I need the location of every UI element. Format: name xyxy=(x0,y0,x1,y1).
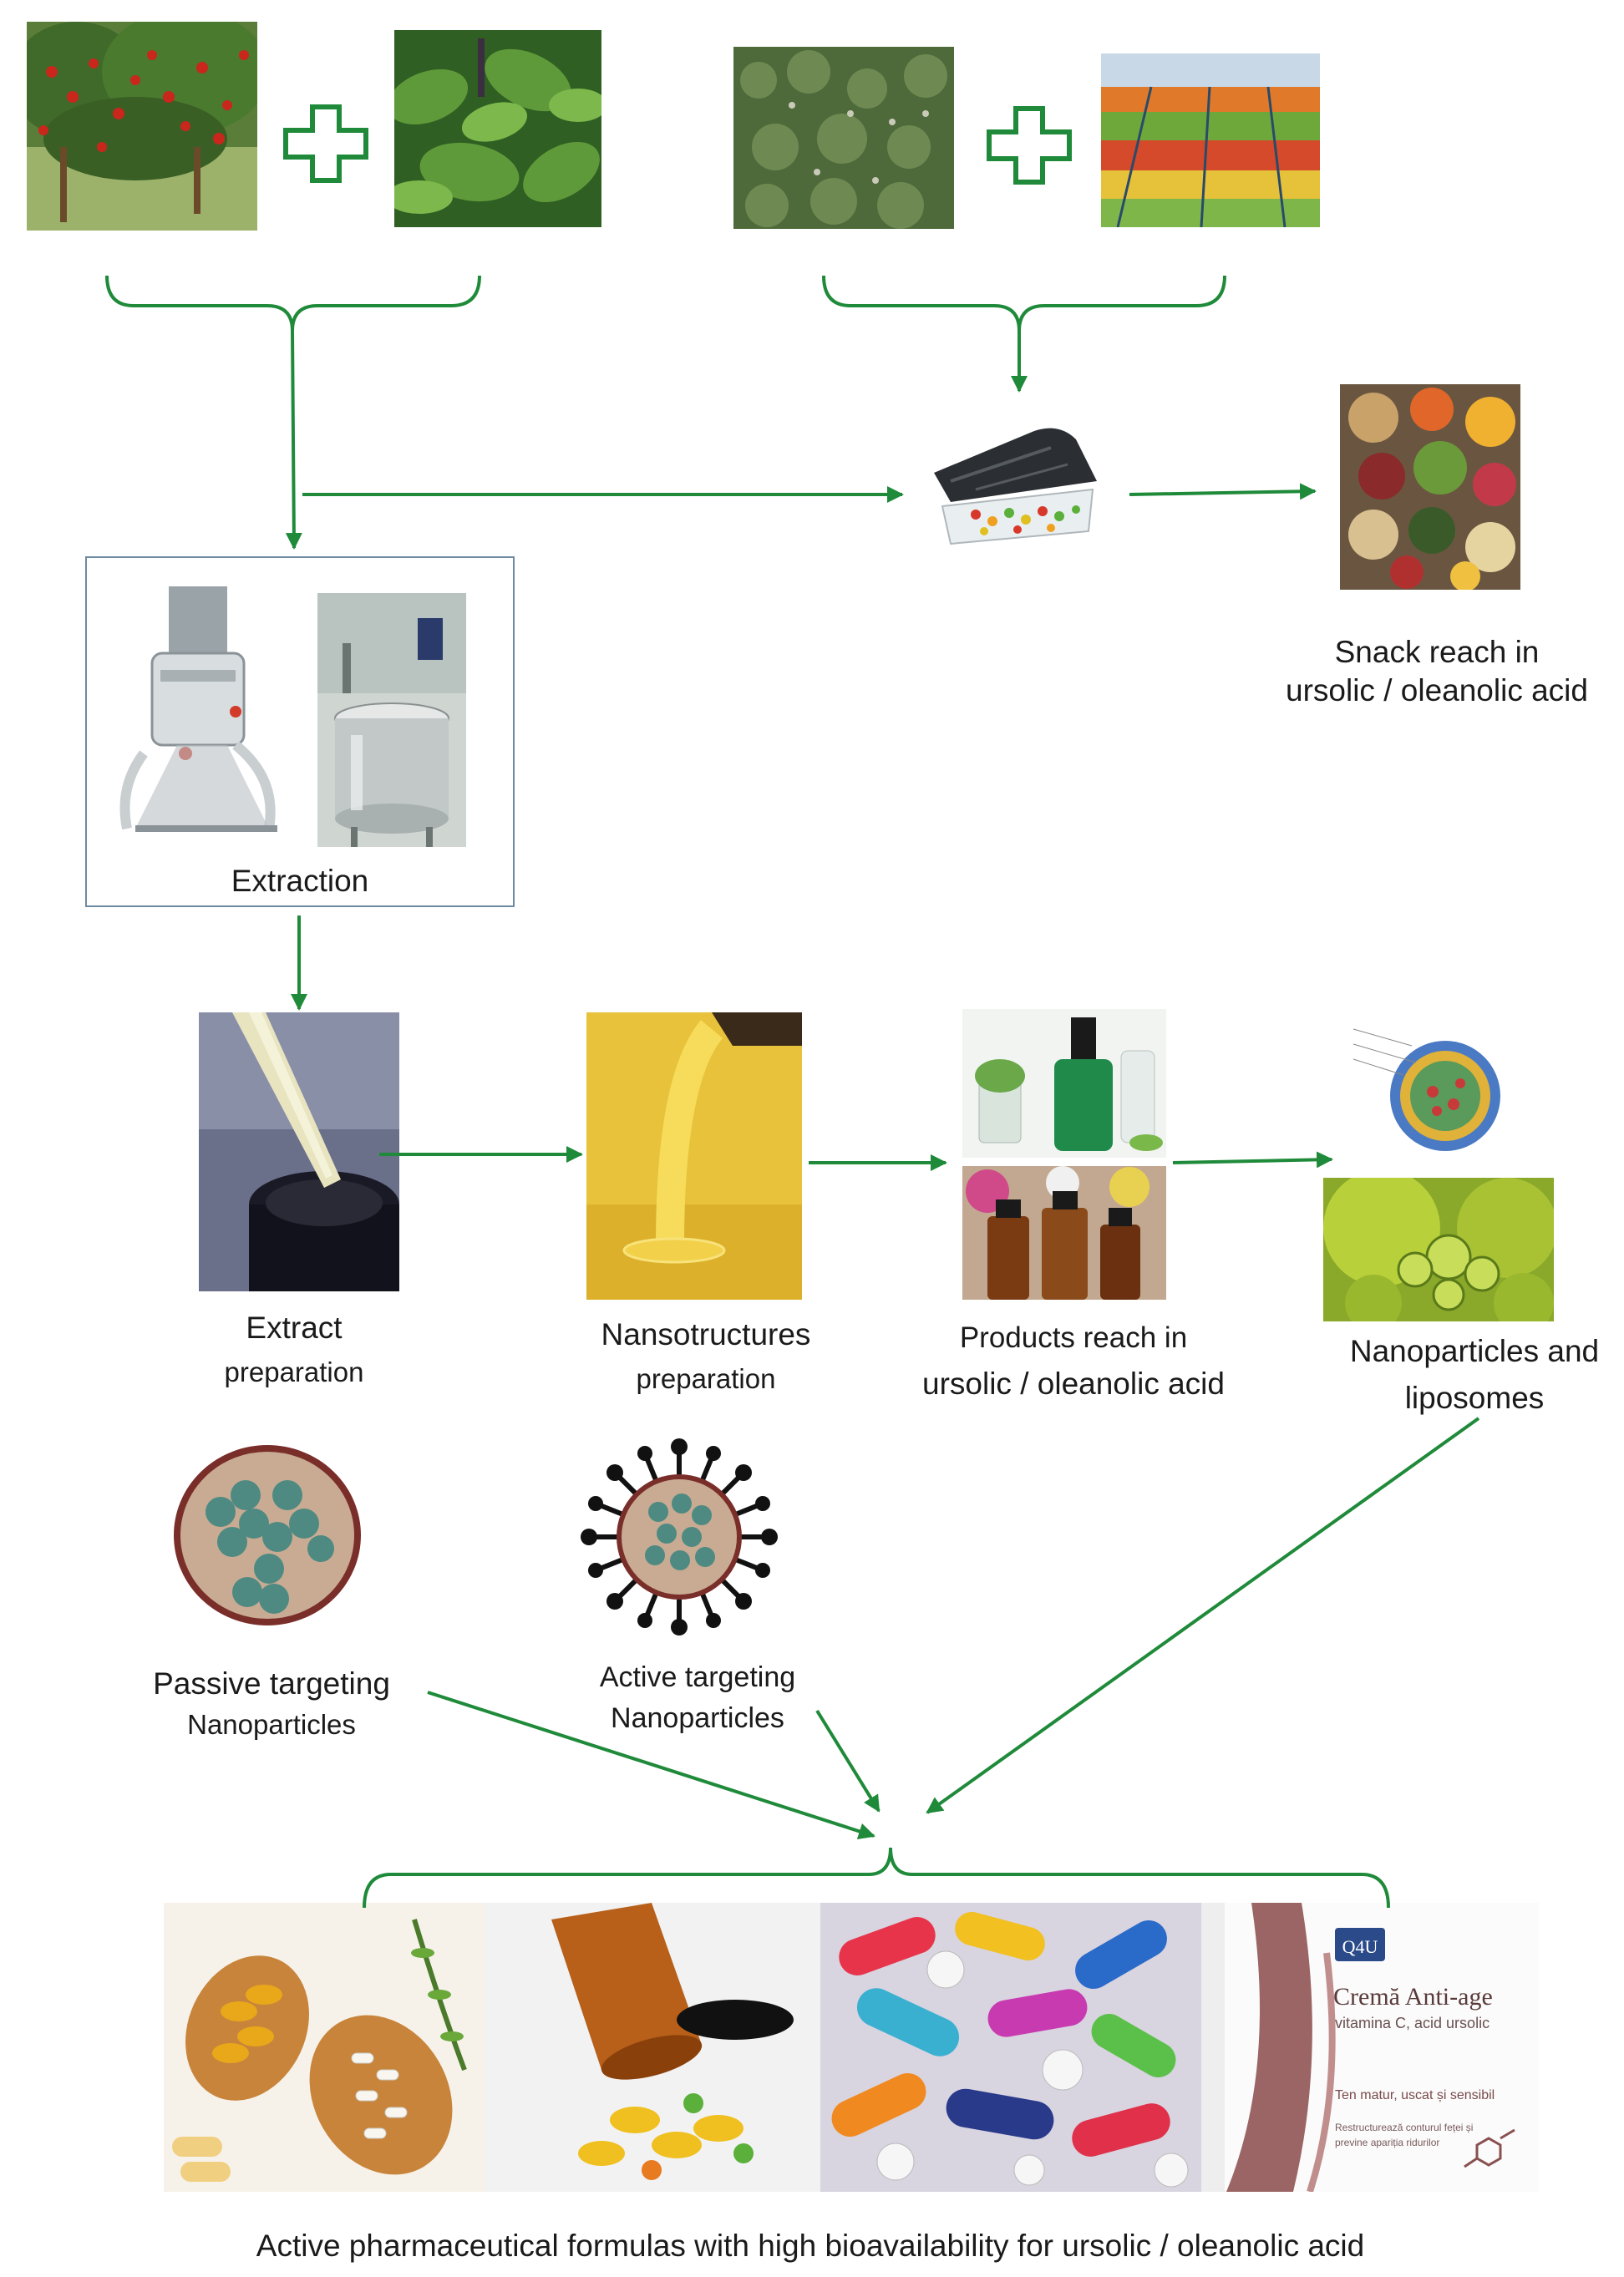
oil-pour-image xyxy=(586,1012,802,1300)
nanoparticles-droplets-image xyxy=(1323,1178,1554,1321)
active-targeting-label: Active targeting Nanoparticles xyxy=(599,1661,796,1735)
final-formulas-caption: Active pharmaceutical formulas with high… xyxy=(256,2229,1365,2263)
supplement-spoons-image xyxy=(164,1903,485,2192)
essential-oils-image xyxy=(962,1166,1166,1300)
anti-age-cream-box: Q4U Cremă Anti-age vitamina C, acid urso… xyxy=(1201,1903,1539,2192)
vegetable-chopper-image xyxy=(926,406,1111,548)
plus-icon-right xyxy=(987,106,1072,185)
thyme-plant-image xyxy=(733,47,954,229)
snack-label: Snack reach in ursolic / oleanolic acid xyxy=(1286,635,1588,708)
extract-preparation-label: Extract preparation xyxy=(224,1311,364,1387)
basil-plant-image xyxy=(394,30,601,227)
passive-targeting-label: Passive targeting Nanoparticles xyxy=(153,1666,390,1740)
apple-orchard-image xyxy=(27,22,257,231)
liposome-diagram-image xyxy=(1337,1012,1520,1156)
pill-bottle-image xyxy=(485,1903,820,2192)
extraction-machine-image xyxy=(110,578,296,839)
healthy-snacks-image xyxy=(1340,384,1520,590)
products-label: Products reach in ursolic / oleanolic ac… xyxy=(922,1321,1225,1401)
active-nanoparticle-icon xyxy=(581,1438,778,1635)
reactor-tank-image xyxy=(317,593,466,847)
cream-title: Cremă Anti-age xyxy=(1333,1983,1493,2011)
extraction-label: Extraction xyxy=(152,862,448,905)
dropper-bottle-image xyxy=(199,1012,399,1291)
nanoparticles-liposomes-label: Nanoparticles and liposomes xyxy=(1349,1334,1600,1415)
nanostructures-preparation-label: Nansotructures preparation xyxy=(601,1317,811,1394)
cream-brand-logo: Q4U xyxy=(1342,1936,1378,1957)
passive-nanoparticle-icon xyxy=(174,1445,361,1625)
serum-bottles-image xyxy=(962,1009,1166,1158)
plus-icon-left xyxy=(283,104,368,183)
cream-tagline: Ten matur, uscat și sensibil xyxy=(1335,2088,1495,2102)
extraction-frame xyxy=(85,556,515,907)
capsules-pills-image xyxy=(820,1903,1201,2192)
cream-subtitle: vitamina C, acid ursolic xyxy=(1335,2015,1490,2031)
produce-market-image xyxy=(1101,53,1320,227)
cream-description-line1: Restructurează conturul feței și xyxy=(1335,2122,1474,2133)
cream-description-line2: previne apariția ridurilor xyxy=(1335,2137,1440,2148)
